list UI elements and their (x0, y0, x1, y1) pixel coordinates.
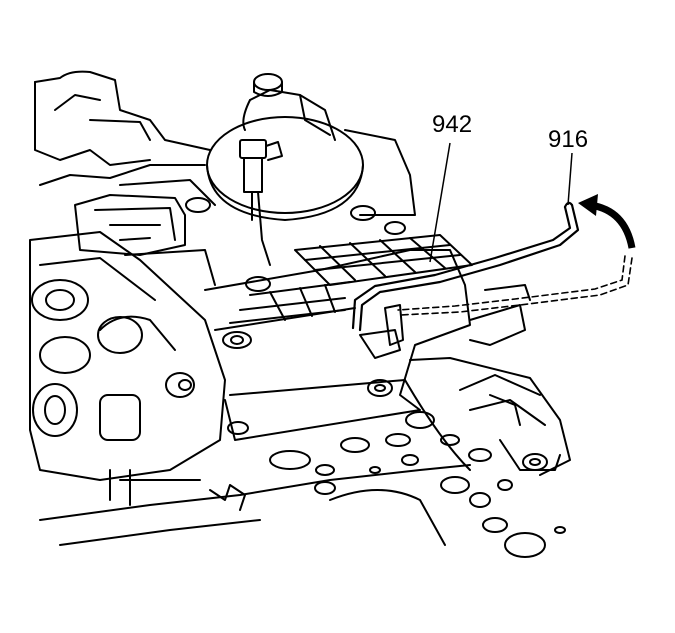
callout-916: 916 (548, 126, 589, 153)
upper-housing-casting (34, 70, 216, 206)
rotation-arrow (578, 194, 636, 249)
solenoid-dome (206, 89, 416, 221)
pressure-switch-block (74, 194, 216, 286)
retainer-clip (359, 304, 404, 359)
dome-bolt (253, 73, 283, 97)
lower-plate-holes (269, 411, 566, 558)
leader-lines (429, 142, 573, 263)
left-body-bolts (185, 197, 249, 435)
plate-bolts (245, 205, 406, 397)
left-valve-body (29, 231, 226, 506)
leader-line-916 (567, 152, 573, 206)
separator-plate (204, 249, 471, 441)
callout-942: 942 (432, 111, 473, 138)
lower-case-plate (39, 357, 571, 546)
right-bracket (469, 284, 531, 426)
leader-line-942 (429, 142, 451, 263)
retainer-rod-alternate-position (397, 255, 633, 316)
electrical-connector (239, 139, 283, 266)
